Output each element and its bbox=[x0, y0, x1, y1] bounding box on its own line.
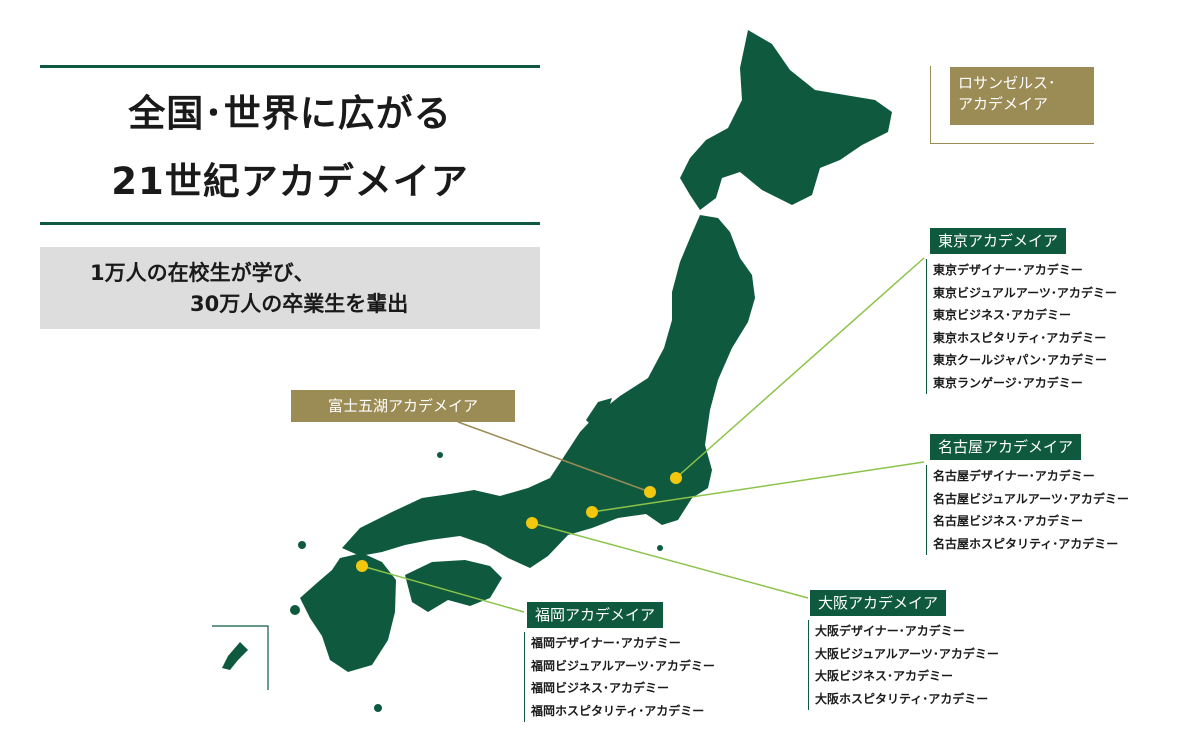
list-item: 東京ホスピタリティ･アカデミー bbox=[933, 330, 1107, 345]
headline-line-2: 21世紀アカデメイア bbox=[111, 160, 469, 203]
headline-bottom-rule bbox=[40, 222, 540, 225]
noto-peninsula bbox=[586, 398, 612, 432]
small-island bbox=[290, 605, 300, 615]
marker-osaka bbox=[526, 517, 538, 529]
list-item: 東京クールジャパン･アカデミー bbox=[933, 353, 1108, 367]
leader-line-fuji bbox=[457, 421, 651, 493]
nagoya-school-list: 名古屋デザイナー･アカデミー 名古屋ビジュアルアーツ･アカデミー 名古屋ビジネス… bbox=[926, 465, 1129, 555]
honshu-landmass bbox=[342, 215, 755, 568]
list-item: 東京ビジュアルアーツ･アカデミー bbox=[933, 285, 1117, 300]
overseas-bracket-horizontal bbox=[930, 143, 1094, 144]
sado-island bbox=[668, 352, 682, 370]
list-item: 東京ビジネス･アカデミー bbox=[933, 308, 1072, 322]
headline-line-1: 全国･世界に広がる bbox=[128, 92, 452, 135]
list-item: 東京デザイナー･アカデミー bbox=[933, 263, 1083, 277]
leader-line-nagoya bbox=[591, 461, 925, 513]
overseas-label-line-1: ロサンゼルス･ bbox=[958, 74, 1056, 92]
list-item: 大阪ビジュアルアーツ･アカデミー bbox=[815, 646, 999, 661]
list-item: 名古屋ビジネス･アカデミー bbox=[933, 514, 1084, 528]
headline-top-rule bbox=[40, 65, 540, 68]
small-island bbox=[374, 704, 382, 712]
subheadline-line-1: 1万人の在校生が学び、 bbox=[90, 261, 315, 285]
list-item: 福岡ビジュアルアーツ･アカデミー bbox=[531, 658, 715, 673]
list-item: 大阪ホスピタリティ･アカデミー bbox=[815, 691, 989, 706]
list-item: 名古屋ビジュアルアーツ･アカデミー bbox=[933, 491, 1129, 506]
marker-tokyo bbox=[670, 472, 682, 484]
leader-line-fukuoka bbox=[361, 565, 525, 613]
fuji-academeia-label: 富士五湖アカデメイア bbox=[291, 390, 515, 422]
marker-fuji bbox=[644, 486, 656, 498]
leader-line-tokyo bbox=[675, 257, 925, 479]
subheadline-line-2: 30万人の卒業生を輩出 bbox=[190, 292, 409, 316]
small-island bbox=[437, 452, 443, 458]
leader-line-osaka bbox=[531, 522, 809, 599]
overseas-label-line-2: アカデメイア bbox=[958, 95, 1049, 113]
hokkaido-landmass bbox=[680, 30, 892, 210]
okinawa-inset-frame bbox=[212, 625, 269, 690]
shikoku-landmass bbox=[405, 560, 502, 612]
tokyo-academeia-title: 東京アカデメイア bbox=[930, 228, 1067, 254]
osaka-school-list: 大阪デザイナー･アカデミー 大阪ビジュアルアーツ･アカデミー 大阪ビジネス･アカ… bbox=[808, 620, 999, 710]
list-item: 福岡ビジネス･アカデミー bbox=[531, 681, 670, 695]
subheadline-box: 1万人の在校生が学び、 30万人の卒業生を輩出 bbox=[40, 247, 540, 329]
list-item: 大阪ビジネス･アカデミー bbox=[815, 669, 954, 683]
kyushu-landmass bbox=[300, 553, 396, 672]
list-item: 福岡ホスピタリティ･アカデミー bbox=[531, 703, 705, 718]
list-item: 名古屋ホスピタリティ･アカデミー bbox=[933, 536, 1119, 551]
okinawa-island bbox=[222, 642, 248, 670]
list-item: 福岡デザイナー･アカデミー bbox=[531, 636, 681, 650]
tokyo-school-list: 東京デザイナー･アカデミー 東京ビジュアルアーツ･アカデミー 東京ビジネス･アカ… bbox=[926, 259, 1117, 394]
marker-fukuoka bbox=[356, 560, 368, 572]
fukuoka-academeia-title: 福岡アカデメイア bbox=[527, 602, 664, 628]
list-item: 名古屋デザイナー･アカデミー bbox=[933, 469, 1095, 483]
fukuoka-school-list: 福岡デザイナー･アカデミー 福岡ビジュアルアーツ･アカデミー 福岡ビジネス･アカ… bbox=[524, 632, 715, 722]
list-item: 大阪デザイナー･アカデミー bbox=[815, 624, 965, 638]
overseas-academeia-label: ロサンゼルス･ アカデメイア bbox=[950, 67, 1094, 125]
nagoya-academeia-title: 名古屋アカデメイア bbox=[930, 434, 1082, 460]
small-island bbox=[298, 541, 306, 549]
marker-nagoya bbox=[586, 506, 598, 518]
osaka-academeia-title: 大阪アカデメイア bbox=[810, 590, 947, 616]
list-item: 東京ランゲージ･アカデミー bbox=[933, 375, 1083, 390]
overseas-bracket-vertical bbox=[930, 66, 931, 144]
small-island bbox=[657, 545, 663, 551]
